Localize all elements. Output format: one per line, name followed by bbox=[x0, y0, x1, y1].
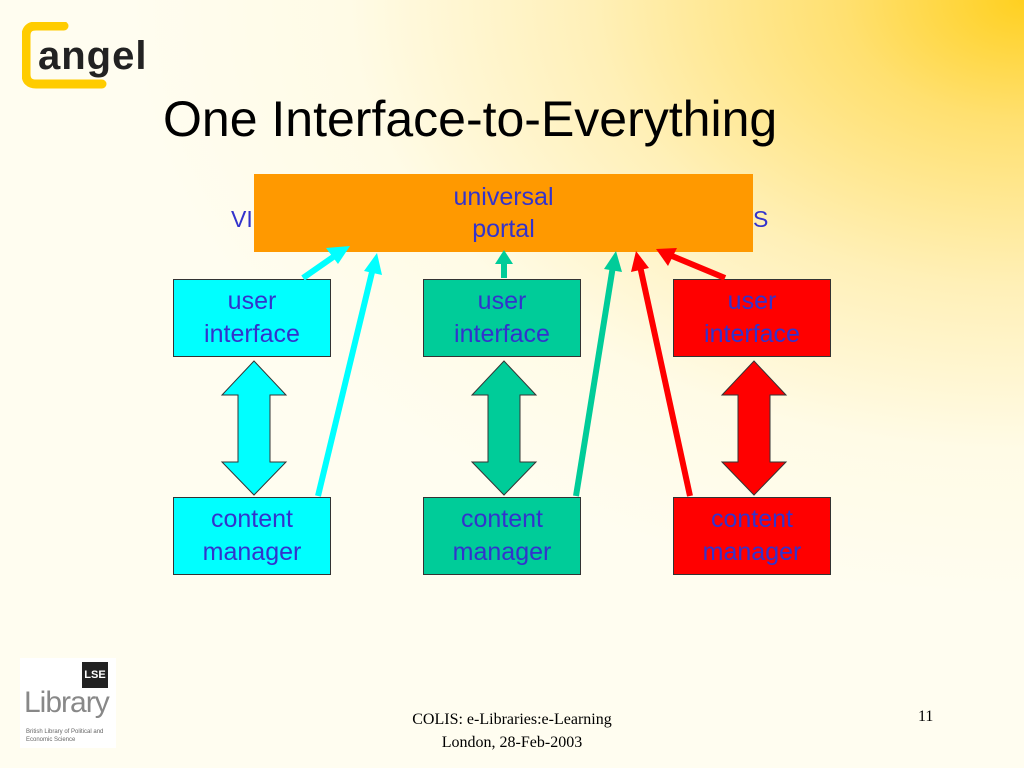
arrowhead-red-cm bbox=[631, 251, 649, 272]
user-interface-box-cyan: user interface bbox=[173, 279, 331, 357]
content-manager-box-green: content manager bbox=[423, 497, 581, 575]
ui-label-line2: interface bbox=[204, 320, 300, 348]
double-arrow-cyan bbox=[220, 360, 288, 496]
lse-badge: LSE bbox=[82, 662, 108, 688]
portal-label-line1: universal bbox=[453, 183, 554, 211]
arrowhead-cyan-cm bbox=[364, 253, 382, 275]
content-manager-box-red: content manager bbox=[673, 497, 831, 575]
angel-logo-mark-icon bbox=[21, 21, 107, 89]
ui-label-line1: user bbox=[477, 287, 527, 315]
cm-label-line1: content bbox=[460, 505, 543, 533]
content-manager-box-cyan: content manager bbox=[173, 497, 331, 575]
footer-line1: COLIS: e-Libraries:e-Learning bbox=[412, 711, 612, 728]
arrow-green-cm-to-portal bbox=[573, 265, 616, 497]
obscured-label-left: VI bbox=[231, 206, 253, 232]
ui-label-line2: interface bbox=[454, 320, 550, 348]
user-interface-box-green: user interface bbox=[423, 279, 581, 357]
lse-caption: British Library of Political and Economi… bbox=[26, 729, 104, 743]
arrow-red-ui-to-portal bbox=[670, 253, 727, 281]
logo-text: angel bbox=[38, 34, 148, 78]
footer: COLIS: e-Libraries:e-Learning London, 28… bbox=[362, 708, 662, 754]
cm-label-line1: content bbox=[210, 505, 293, 533]
ui-label-line2: interface bbox=[704, 320, 800, 348]
cm-label-line2: manager bbox=[202, 538, 302, 566]
portal-label: universal portal bbox=[453, 181, 553, 245]
double-arrow-red bbox=[720, 360, 788, 496]
page-number: 11 bbox=[918, 708, 934, 725]
portal-label-line2: portal bbox=[472, 215, 535, 243]
arrow-cyan-ui-to-portal bbox=[301, 252, 338, 281]
lse-library-logo: LSE Library British Library of Political… bbox=[20, 658, 116, 748]
arrowhead-green-cm bbox=[604, 251, 622, 272]
cm-label-line2: manager bbox=[452, 538, 552, 566]
page-title: One Interface-to-Everything bbox=[163, 91, 778, 147]
footer-line2: London, 28-Feb-2003 bbox=[441, 734, 583, 751]
arrowhead-green-ui bbox=[495, 250, 513, 264]
lse-library-word: Library bbox=[24, 686, 110, 719]
ui-label-line1: user bbox=[227, 287, 277, 315]
user-interface-box-red: user interface bbox=[673, 279, 831, 357]
cm-label-line1: content bbox=[710, 505, 793, 533]
ui-label-line1: user bbox=[727, 287, 777, 315]
angel-logo: angel bbox=[21, 21, 172, 90]
cm-label-line2: manager bbox=[702, 538, 802, 566]
double-arrow-green bbox=[470, 360, 538, 496]
obscured-label-right: S bbox=[753, 206, 769, 232]
universal-portal-box: universal portal bbox=[254, 174, 753, 252]
